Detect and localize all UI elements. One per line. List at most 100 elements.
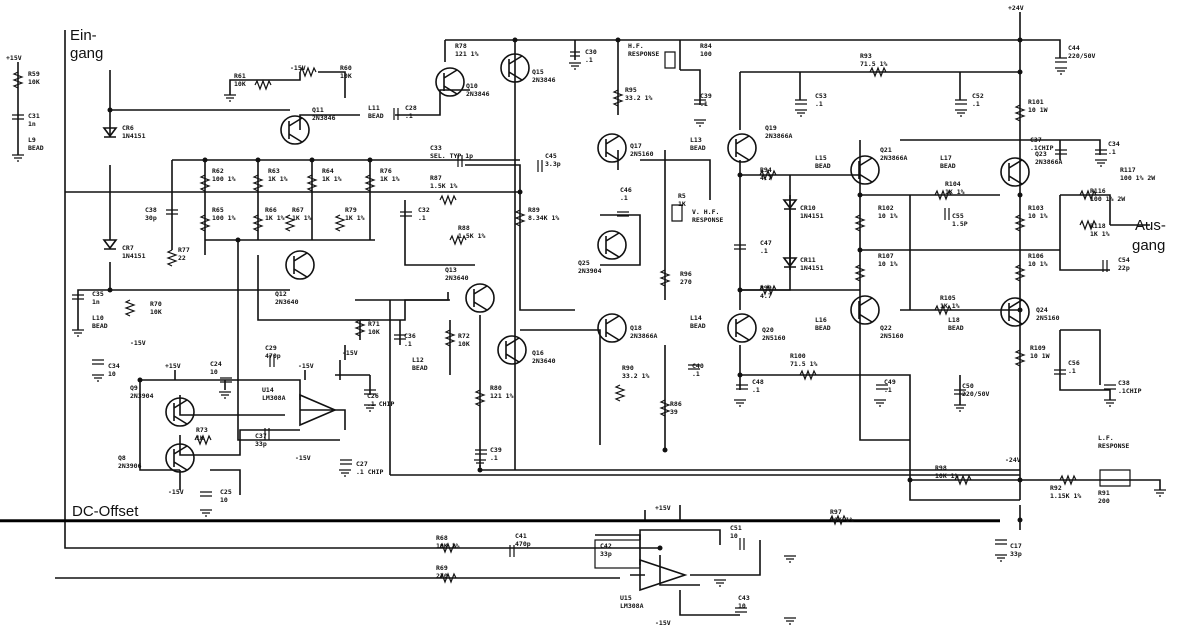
component-designator: R96 [680,270,692,278]
component-designator: L9 [28,136,36,144]
component-designator: L.F. [1098,434,1114,442]
component-designator: L11 [368,104,380,112]
component-designator: R88 [458,224,470,232]
component-designator: R68 [436,534,448,542]
component-designator: C38 [145,206,157,214]
component-designator: Q17 [630,142,642,150]
component-designator: R93 [860,52,872,60]
component-value: 470p [265,352,281,360]
component-value: BEAD [368,112,384,120]
component-designator: R116 [1090,187,1106,195]
component-value: 10 [108,370,116,378]
component-designator: C47 [760,239,772,247]
component-value: 121 1% [455,50,479,58]
component-designator: C32 [418,206,430,214]
component-designator: C37 [1030,136,1042,144]
component-c28: C28.1 [405,104,417,120]
rail-label: +24V [1008,4,1024,12]
component-value: 71.5 1% [860,60,887,68]
component-value: .1 CHIP [356,468,383,476]
component-designator: C31 [28,112,40,120]
component-value: 2N5160 [1036,314,1060,322]
rail-label: -15V [295,454,311,462]
component-value: 22 [178,254,186,262]
component-value: 71.5 1% [790,360,817,368]
transistor-q13 [465,283,495,313]
component-designator: C33 [430,144,442,152]
component-value: .1 [760,247,768,255]
component-designator: R118 [1090,222,1106,230]
component-designator: L10 [92,314,104,322]
transistor-q21 [850,155,880,185]
component-value: 2N3904 [130,392,154,400]
component-designator: C29 [265,344,277,352]
component-value: 2N5160 [630,150,654,158]
transistor-q19 [727,133,757,163]
component-value: BEAD [690,322,706,330]
component-value: 10K [234,80,246,88]
component-value: 10 1W [1030,352,1050,360]
opamp-u14 [299,393,338,427]
component-designator: R64 [322,167,334,175]
component-value: 1K 1% [380,175,400,183]
rail-label: -15V [298,362,314,370]
component-designator: C38 [1118,379,1130,387]
component-value: 10K [368,328,380,336]
component-vhf: V. H.F.RESPONSE [692,208,723,224]
component-value: .1 [490,454,498,462]
component-value: 30p [145,214,157,222]
component-designator: R67 [292,206,304,214]
component-designator: L13 [690,136,702,144]
component-designator: R101 [1028,98,1044,106]
component-designator: L18 [948,316,960,324]
component-value: 100 [700,50,712,58]
component-value: 1N4151 [800,212,824,220]
component-designator: L15 [815,154,827,162]
transistor-q9 [165,397,195,427]
component-value: 2N5160 [880,332,904,340]
opamps [299,393,688,592]
component-designator: L14 [690,314,702,322]
component-value: LM308A [620,602,644,610]
component-value: .1 [620,194,628,202]
component-value: 1N4151 [122,132,146,140]
component-c30: C30.1 [585,48,597,64]
component-value: 1K 1% [1090,230,1110,238]
component-value: 1K [196,434,204,442]
component-designator: R78 [455,42,467,50]
output-label-line1: Aus- [1135,217,1166,234]
component-designator: R89 [528,206,540,214]
component-designator: C54 [1118,256,1130,264]
component-designator: C51 [730,524,742,532]
component-designator: Q9 [130,384,138,392]
component-designator: R79 [345,206,357,214]
